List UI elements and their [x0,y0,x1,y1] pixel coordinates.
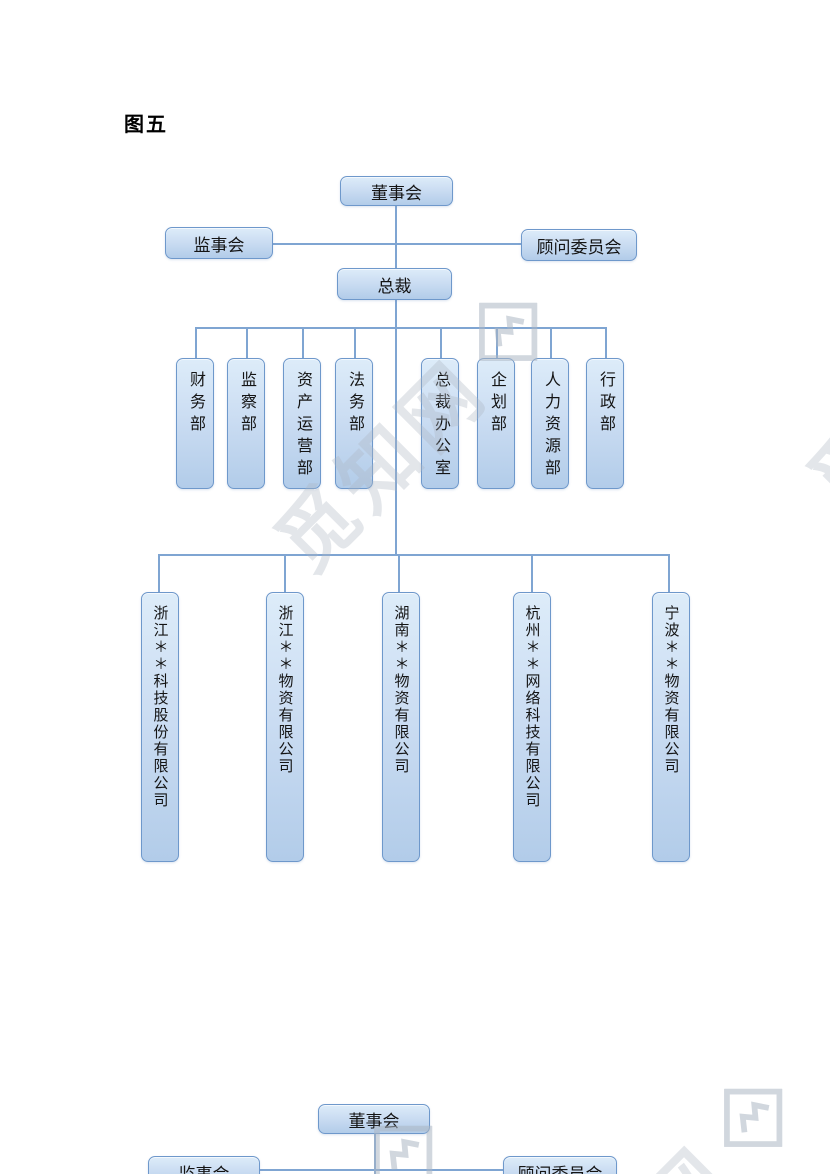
connector-line [550,327,552,358]
dept-label: 财务部 [187,371,204,437]
subsidiary-label: 杭州＊＊网络科技有限公司 [523,605,541,809]
figure-title: 图五 [124,114,168,136]
connector-line [246,327,248,358]
org-node-supervisory: 监事会 [148,1156,260,1174]
dept-label: 人力资源部 [542,371,559,481]
connector-line [260,1169,503,1171]
org-node-sub-zhejiang-tech: 浙江＊＊科技股份有限公司 [141,592,179,862]
org-node-dept-supervision: 监察部 [227,358,265,489]
org-node-dept-hr: 人力资源部 [531,358,569,489]
org-node-dept-finance: 财务部 [176,358,214,489]
org-node-advisory: 顾问委员会 [521,229,637,261]
org-node-sub-ningbo-materials: 宁波＊＊物资有限公司 [652,592,690,862]
connector-line [302,327,304,358]
connector-line [605,327,607,358]
org-node-sub-zhejiang-materials: 浙江＊＊物资有限公司 [266,592,304,862]
org-node-dept-planning: 企划部 [477,358,515,489]
connector-line [195,327,197,358]
subsidiary-label: 宁波＊＊物资有限公司 [662,605,680,775]
org-node-board: 董事会 [318,1104,430,1134]
site-watermark: 觅知网 [780,201,830,531]
connector-line [496,327,498,358]
mizhi-logo-watermark [724,1088,783,1147]
subsidiary-label: 湖南＊＊物资有限公司 [392,605,410,775]
org-node-board: 董事会 [340,176,453,206]
connector-line [374,1134,376,1174]
connector-line [395,206,397,268]
org-node-president: 总裁 [337,268,452,300]
connector-line [273,243,521,245]
connector-line [531,554,533,592]
connector-line [195,327,605,329]
connector-line [398,554,400,592]
watermark-text: 觅知网 [792,281,830,527]
org-node-advisory: 顾问委员会 [503,1156,617,1174]
dept-label: 监察部 [238,371,255,437]
connector-line [284,554,286,592]
connector-line [158,554,669,556]
org-node-sub-hunan-materials: 湖南＊＊物资有限公司 [382,592,420,862]
org-node-dept-asset-operations: 资产运营部 [283,358,321,489]
subsidiary-label: 浙江＊＊物资有限公司 [276,605,294,775]
connector-line [158,554,160,592]
dept-label: 总裁办公室 [432,371,449,481]
dept-label: 行政部 [597,371,614,437]
connector-line [668,554,670,592]
org-node-dept-legal: 法务部 [335,358,373,489]
connector-line [354,327,356,358]
subsidiary-label: 浙江＊＊科技股份有限公司 [151,605,169,809]
org-node-sub-hangzhou-network: 杭州＊＊网络科技有限公司 [513,592,551,862]
connector-line [440,327,442,358]
dept-label: 资产运营部 [294,371,311,481]
connector-line [395,300,397,554]
org-node-dept-admin: 行政部 [586,358,624,489]
dept-label: 法务部 [346,371,363,437]
org-node-dept-president-office: 总裁办公室 [421,358,459,489]
dept-label: 企划部 [488,371,505,437]
org-node-supervisory: 监事会 [165,227,273,259]
